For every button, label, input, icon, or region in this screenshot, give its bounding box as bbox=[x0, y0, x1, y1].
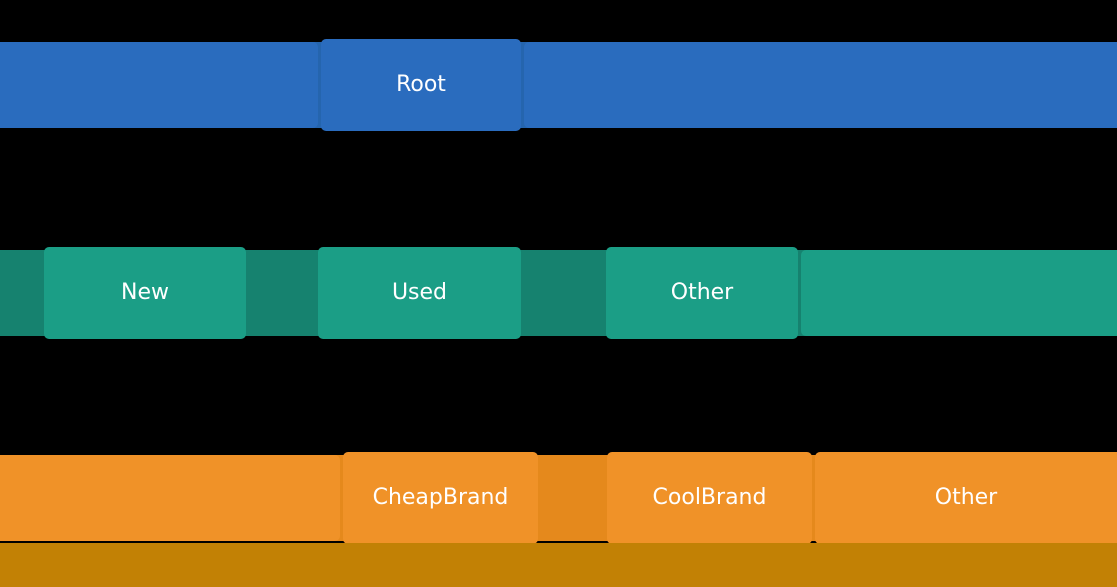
node-unlabeled[interactable] bbox=[524, 42, 1117, 128]
node-label: Used bbox=[391, 280, 448, 305]
node-label: Other bbox=[670, 280, 734, 305]
node-coolbrand[interactable]: CoolBrand bbox=[607, 452, 812, 544]
node-label: New bbox=[121, 280, 169, 305]
node-new[interactable]: New bbox=[44, 247, 246, 339]
bottom-level-bar bbox=[0, 543, 1117, 587]
node-unlabeled[interactable] bbox=[801, 250, 1117, 336]
node-other[interactable]: Other bbox=[606, 247, 798, 339]
node-used[interactable]: Used bbox=[318, 247, 521, 339]
node-label: Other bbox=[934, 485, 998, 510]
node-label: CoolBrand bbox=[652, 485, 767, 510]
node-label: CheapBrand bbox=[372, 485, 509, 510]
node-cheapbrand[interactable]: CheapBrand bbox=[343, 452, 538, 544]
node-other[interactable]: Other bbox=[815, 452, 1117, 544]
node-unlabeled[interactable] bbox=[0, 42, 318, 128]
node-root[interactable]: Root bbox=[321, 39, 521, 131]
node-label: Root bbox=[396, 72, 446, 97]
node-unlabeled[interactable] bbox=[0, 455, 340, 541]
